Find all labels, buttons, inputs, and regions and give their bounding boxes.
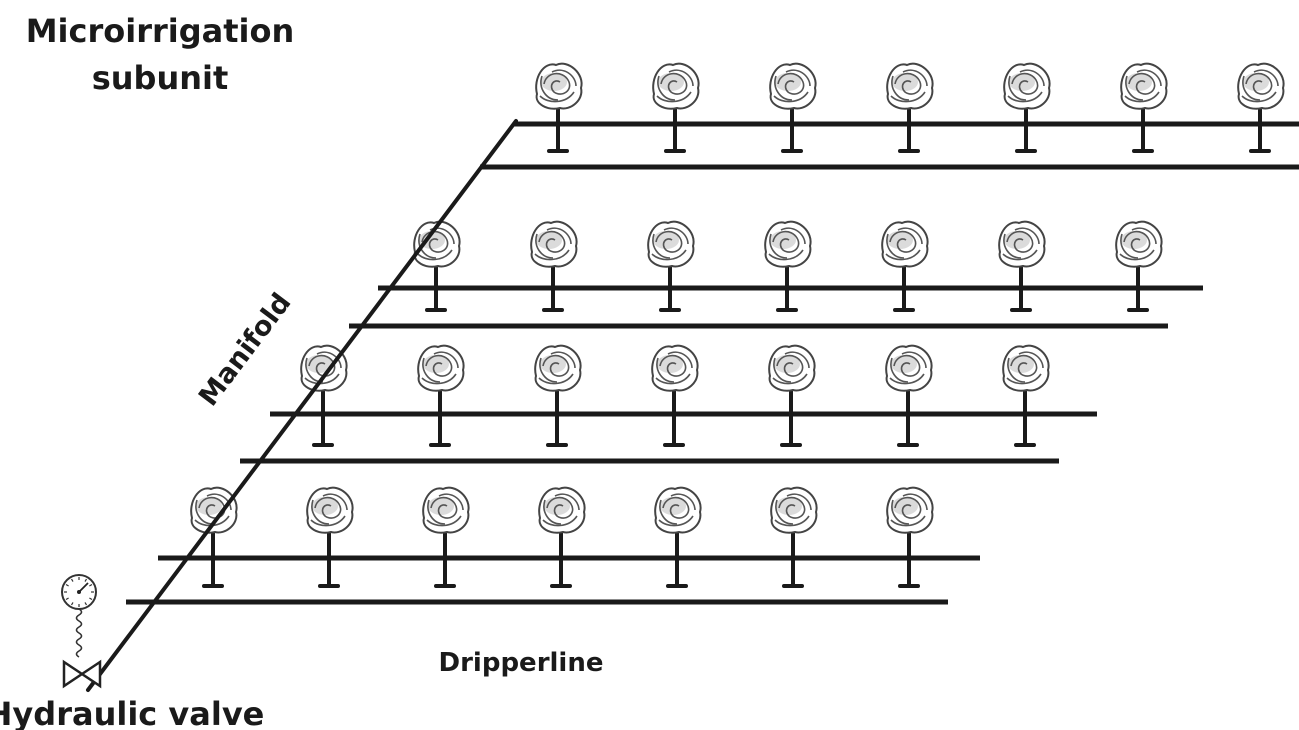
- tree-icon: [651, 344, 699, 447]
- tree-icon: [652, 62, 700, 153]
- pressure-gauge-icon: [61, 574, 97, 658]
- pipes-layer: [126, 121, 1299, 605]
- tree-icon: [768, 344, 816, 447]
- tree-icon: [534, 344, 582, 447]
- tree-icon: [1115, 220, 1163, 312]
- tree-icon: [306, 486, 354, 588]
- tree-icon: [1120, 62, 1168, 153]
- manifold-pipe: [86, 119, 518, 692]
- tree-icon: [770, 486, 818, 588]
- tree-icon: [998, 220, 1046, 312]
- tree-icon: [422, 486, 470, 588]
- tree-icon: [413, 220, 461, 312]
- tree-icon: [530, 220, 578, 312]
- trees-layer: [190, 62, 1285, 588]
- tree-icon: [886, 62, 934, 153]
- tree-icon: [1237, 62, 1285, 153]
- tree-icon: [885, 344, 933, 447]
- hydraulic-valve-label: Hydraulic valve: [0, 695, 264, 730]
- tree-icon: [1002, 344, 1050, 447]
- tree-icon: [417, 344, 465, 447]
- hydraulic-valve-icon: [62, 659, 102, 689]
- dripperline-label: Dripperline: [439, 648, 604, 678]
- tree-icon: [769, 62, 817, 153]
- tree-icon: [535, 62, 583, 153]
- tree-icon: [881, 220, 929, 312]
- tree-icon: [764, 220, 812, 312]
- tree-icon: [1003, 62, 1051, 153]
- tree-icon: [886, 486, 934, 588]
- tree-icon: [300, 344, 348, 447]
- manifold-label: Manifold: [193, 288, 297, 412]
- tree-icon: [647, 220, 695, 312]
- subunit-title-line1: Microirrigation: [26, 12, 295, 50]
- tree-icon: [538, 486, 586, 588]
- tree-icon: [654, 486, 702, 588]
- subunit-title-line2: subunit: [92, 59, 229, 97]
